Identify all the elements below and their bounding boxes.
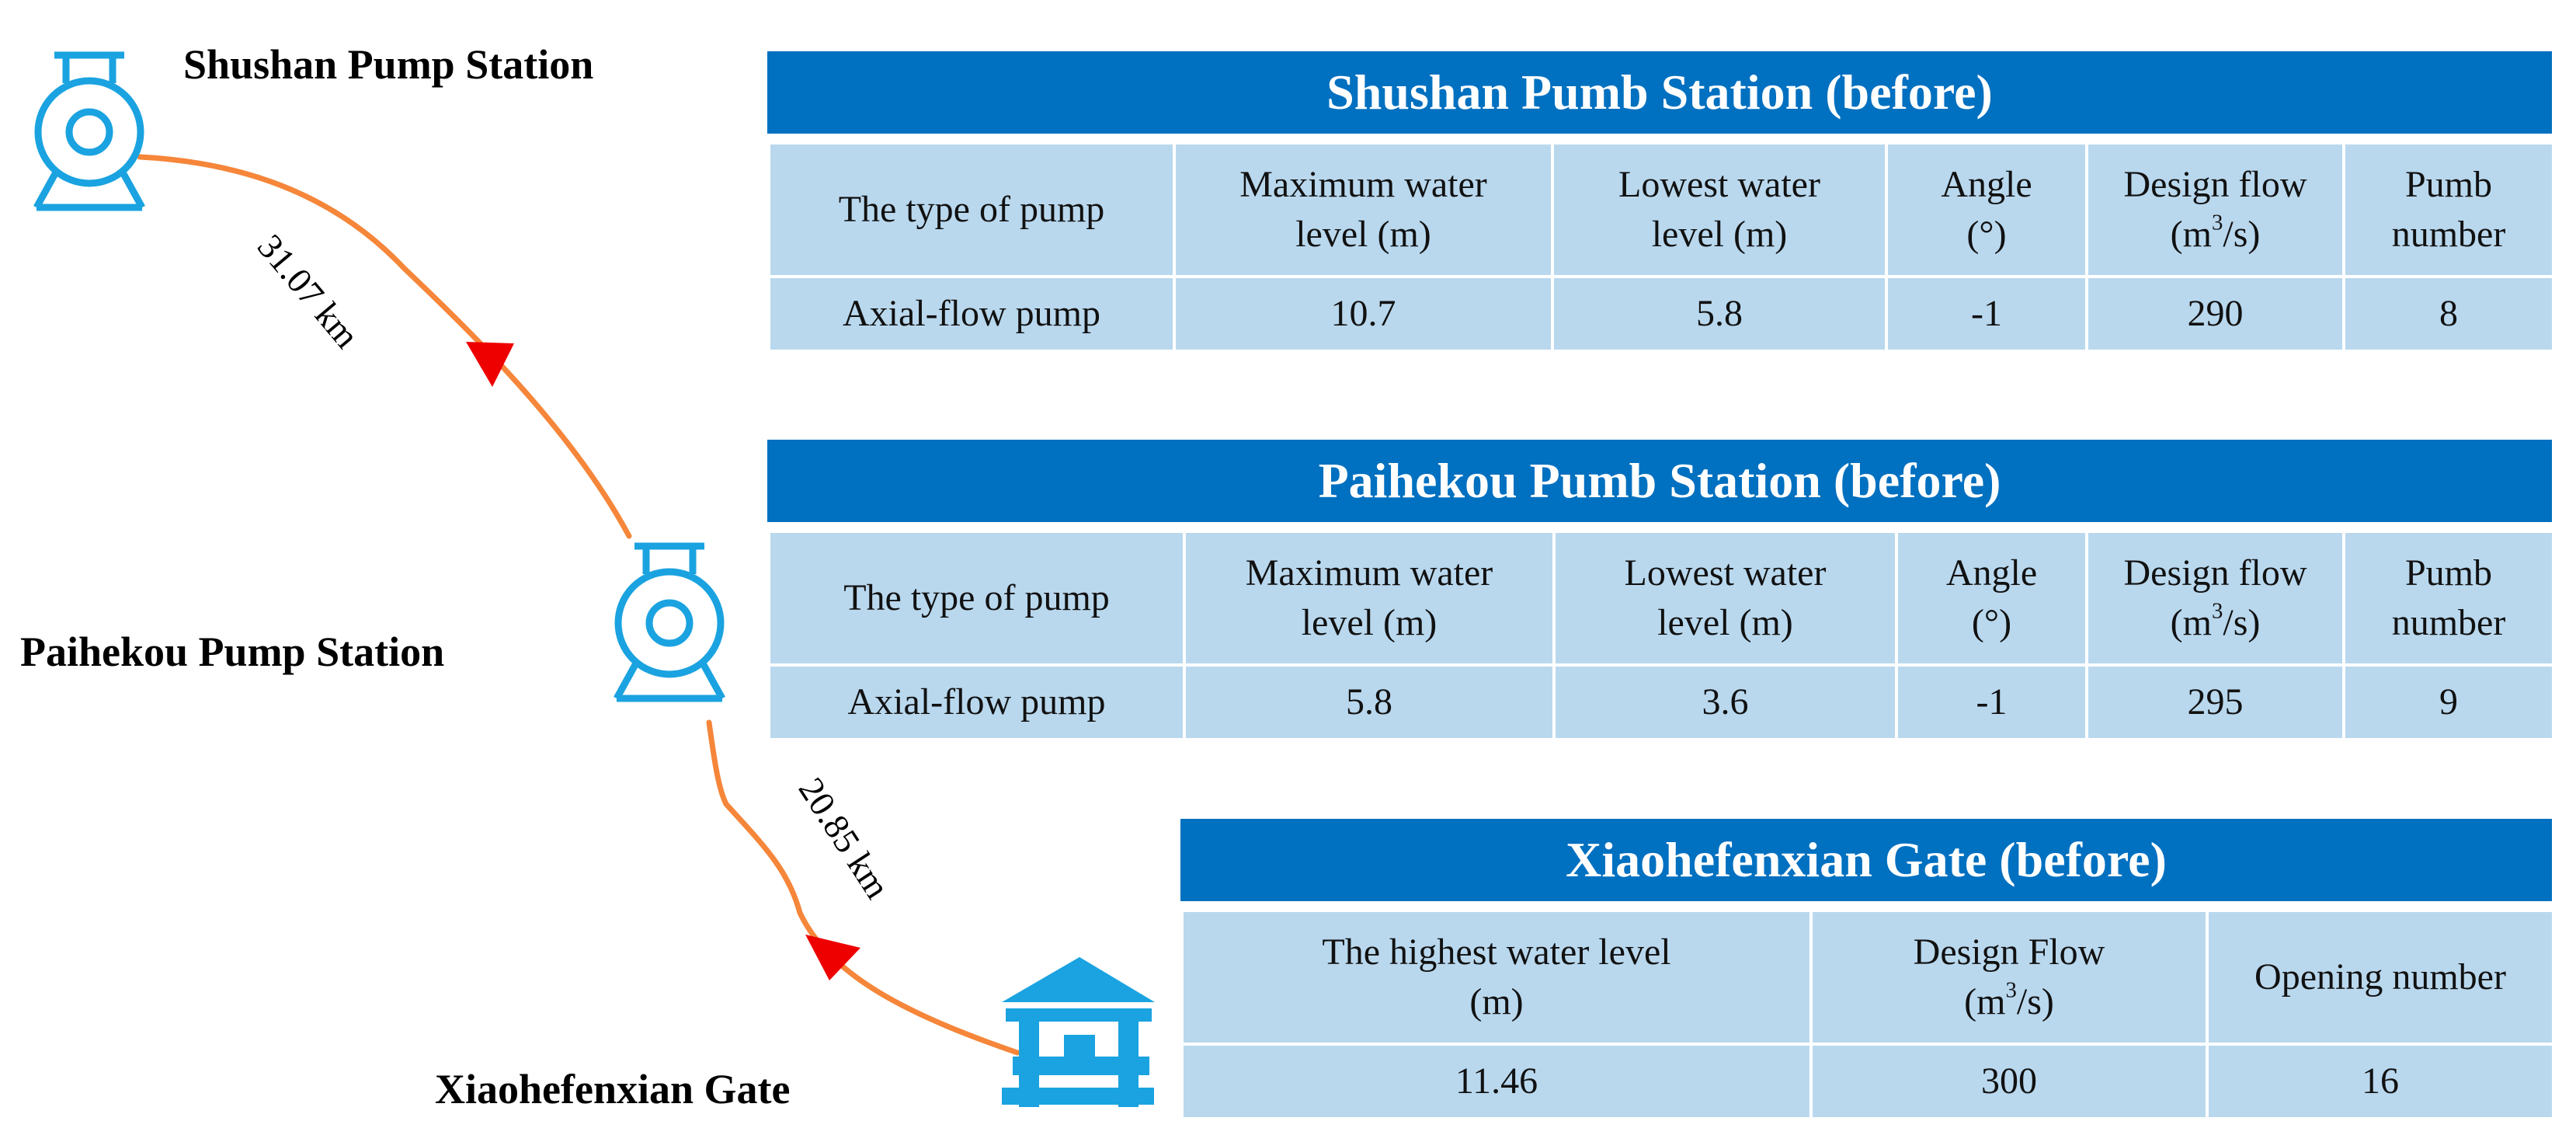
header-cell-design-flow: Design flow(m3/s) <box>2085 530 2345 667</box>
header-cell-angle: Angle(°) <box>1895 530 2088 667</box>
gate-table-title: Xiaohefenxian Gate (before) <box>1180 819 2552 901</box>
gate-panel: Xiaohefenxian Gate (before) The highest … <box>1180 819 2555 1120</box>
header-cell-design-flow: Design flow(m3/s) <box>2085 141 2345 278</box>
value-cell-low-level: 5.8 <box>1551 275 1888 353</box>
table-row: Axial-flow pump 5.8 3.6 -1 295 9 <box>767 663 2555 741</box>
shushan-station-label: Shushan Pump Station <box>183 41 594 88</box>
header-cell-type: The type of pump <box>767 530 1186 667</box>
value-cell-highest-level: 11.46 <box>1180 1043 1813 1120</box>
value-cell-number: 9 <box>2342 663 2555 741</box>
value-cell-angle: -1 <box>1895 663 2088 741</box>
value-cell-low-level: 3.6 <box>1552 663 1898 741</box>
shushan-station-panel: Shushan Pumb Station (before) The type o… <box>767 51 2555 353</box>
value-cell-max-level: 10.7 <box>1173 275 1554 353</box>
header-cell-highest-level: The highest water level(m) <box>1180 909 1813 1046</box>
value-cell-number: 8 <box>2342 275 2555 353</box>
table-header-row: The highest water level(m) Design Flow(m… <box>1180 909 2555 1046</box>
xiaohefenxian-gate-label: Xiaohefenxian Gate <box>435 1066 791 1112</box>
route-line-shushan-paihekou <box>137 154 632 539</box>
header-cell-type: The type of pump <box>767 141 1176 278</box>
value-cell-type: Axial-flow pump <box>767 275 1176 353</box>
value-cell-max-level: 5.8 <box>1183 663 1556 741</box>
paihekou-table-title: Paihekou Pumb Station (before) <box>767 440 2552 522</box>
shushan-table-title: Shushan Pumb Station (before) <box>767 51 2552 134</box>
flow-arrow-icon <box>805 935 860 980</box>
header-cell-opening-number: Opening number <box>2206 909 2555 1046</box>
paihekou-station-panel: Paihekou Pumb Station (before) The type … <box>767 440 2555 741</box>
pump-icon <box>33 51 145 211</box>
gate-icon <box>1002 957 1155 1107</box>
value-cell-type: Axial-flow pump <box>767 663 1186 741</box>
table-row: Axial-flow pump 10.7 5.8 -1 290 8 <box>767 275 2555 353</box>
route-line-paihekou-gate <box>706 719 1020 1056</box>
value-cell-design-flow: 300 <box>1809 1043 2209 1120</box>
table-row: 11.46 300 16 <box>1180 1043 2555 1120</box>
pump-icon <box>614 542 725 702</box>
gate-parameter-table: The highest water level(m) Design Flow(m… <box>1180 909 2555 1120</box>
flow-arrow-icon <box>466 342 514 387</box>
header-cell-angle: Angle(°) <box>1885 141 2088 278</box>
header-cell-design-flow: Design Flow(m3/s) <box>1809 909 2209 1046</box>
value-cell-opening-number: 16 <box>2206 1043 2555 1120</box>
value-cell-design-flow: 295 <box>2085 663 2345 741</box>
value-cell-angle: -1 <box>1885 275 2088 353</box>
value-cell-design-flow: 290 <box>2085 275 2345 353</box>
paihekou-station-label: Paihekou Pump Station <box>20 628 445 675</box>
